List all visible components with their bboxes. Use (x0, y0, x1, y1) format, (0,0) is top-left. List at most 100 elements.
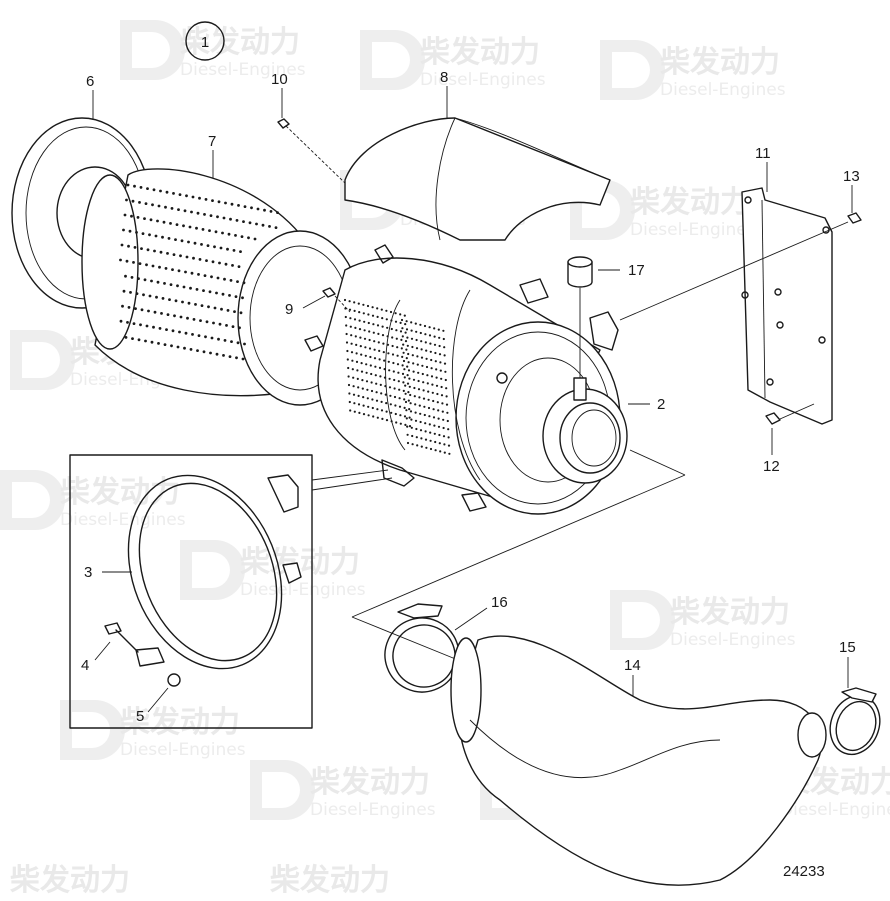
perforation-hole (442, 418, 445, 421)
perforation-hole (353, 410, 356, 413)
perforation-hole (371, 306, 374, 309)
perforation-hole (169, 283, 173, 286)
part-air-filter-housing (304, 244, 628, 515)
perforation-hole (276, 211, 279, 215)
perforation-hole (132, 322, 136, 325)
perforation-hole (355, 360, 359, 363)
perforation-hole (146, 248, 150, 252)
perforation-hole (404, 331, 407, 334)
perforation-hole (351, 359, 354, 362)
perforation-hole (210, 336, 214, 340)
perforation-hole (200, 243, 203, 246)
perforation-hole (409, 393, 412, 397)
perforation-hole (192, 318, 196, 321)
perforation-hole (348, 400, 351, 404)
perforation-hole (203, 274, 207, 277)
callout-8: 8 (440, 69, 448, 86)
perforation-hole (250, 206, 253, 210)
perforation-hole (127, 306, 131, 309)
perforation-hole (414, 403, 417, 406)
drawing-number: 24233 (783, 863, 825, 880)
perforation-hole (401, 335, 404, 338)
perforation-hole (416, 355, 419, 358)
perforation-hole (404, 384, 407, 387)
perforation-hole (142, 293, 145, 297)
watermark-tile: 柴发动力 (10, 863, 130, 898)
perforation-hole (405, 357, 408, 360)
perforation-hole (431, 391, 434, 394)
perforation-hole (433, 335, 436, 338)
perforation-hole (418, 404, 421, 407)
perforation-hole (222, 354, 225, 357)
perforation-hole (410, 321, 413, 324)
perforation-hole (370, 389, 374, 393)
perforation-hole (161, 297, 165, 300)
perforation-hole (417, 371, 420, 374)
perforation-hole (404, 392, 407, 395)
perforation-hole (367, 405, 370, 408)
perforation-hole (181, 300, 184, 304)
perforation-hole (212, 321, 215, 325)
perforation-hole (430, 375, 434, 378)
watermark-cn: 柴发动力 (270, 863, 390, 898)
perforation-hole (415, 427, 418, 431)
perforation-hole (198, 258, 202, 261)
perforation-hole (133, 184, 136, 188)
perforation-hole (125, 259, 129, 263)
perforation-hole (255, 222, 258, 226)
perforation-hole (419, 323, 422, 326)
perforation-hole (172, 192, 175, 195)
perforation-hole (390, 420, 393, 423)
perforation-hole (263, 208, 266, 212)
perforation-hole (192, 256, 195, 260)
callout-9: 9 (285, 301, 293, 318)
perforation-hole (425, 357, 428, 360)
perforation-hole (357, 386, 360, 389)
perforation-hole (219, 246, 223, 250)
perforation-hole (441, 410, 444, 413)
perforation-hole (389, 403, 392, 406)
perforation-hole (358, 311, 361, 314)
housing-clip (304, 335, 324, 352)
perforation-hole (440, 394, 444, 397)
perforation-hole (239, 311, 243, 315)
perforation-hole (203, 213, 206, 216)
perforation-hole (405, 417, 408, 420)
perforation-hole (404, 340, 408, 343)
perforation-hole (421, 372, 424, 376)
watermark-logo-icon (0, 470, 65, 530)
perforation-hole (210, 275, 213, 279)
perforation-hole (420, 437, 423, 440)
perforation-hole (435, 368, 438, 371)
perforation-hole (423, 324, 427, 328)
perforation-hole (385, 309, 388, 312)
watermark-en: Diesel-Engines (660, 80, 786, 100)
perforation-hole (241, 296, 244, 300)
perforation-hole (226, 247, 229, 251)
perforation-hole (430, 367, 433, 370)
perforation-hole (422, 397, 426, 400)
perforation-hole (227, 232, 231, 236)
perforation-hole (394, 412, 397, 416)
perforation-hole (235, 219, 239, 222)
perforation-hole (189, 286, 192, 290)
perforation-hole (172, 253, 176, 256)
perforation-hole (358, 319, 361, 322)
perforation-hole (347, 383, 351, 387)
part-hose-clamp-16 (384, 603, 460, 693)
perforation-hole (195, 226, 198, 230)
perforation-hole (169, 222, 172, 225)
perforation-hole (223, 339, 227, 342)
perforation-hole (182, 224, 185, 228)
perforation-hole (152, 325, 155, 329)
perforation-hole (384, 385, 387, 388)
perforation-hole (157, 204, 161, 208)
perforation-hole (434, 360, 437, 363)
perforation-hole (226, 309, 230, 312)
perforation-hole (444, 370, 447, 373)
perforation-hole (199, 319, 202, 322)
perforation-hole (424, 333, 427, 336)
perforation-hole (366, 397, 369, 400)
perforation-hole (126, 321, 129, 324)
perforation-hole (376, 307, 379, 310)
